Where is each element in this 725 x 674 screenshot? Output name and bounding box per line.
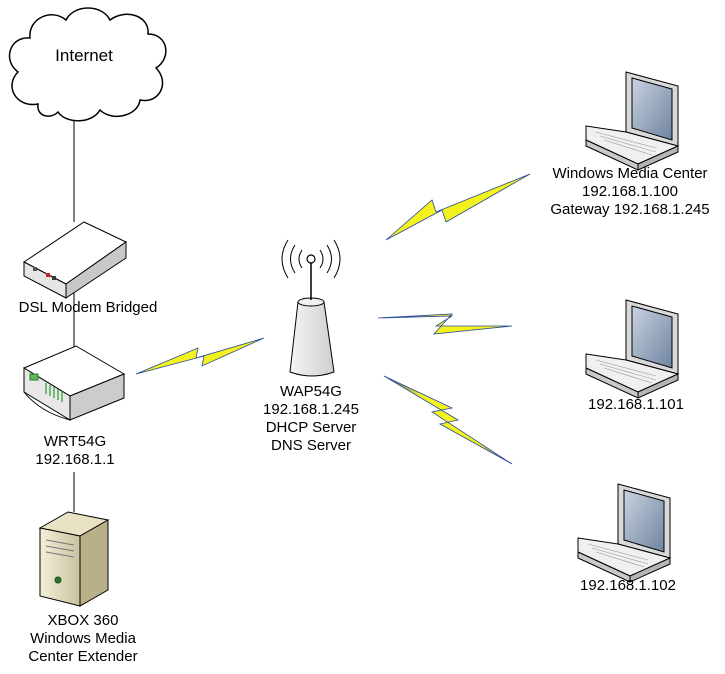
laptop-icon <box>577 483 672 583</box>
ap-dns: DNS Server <box>270 437 352 454</box>
laptop3-label: 192.168.1.102 <box>568 577 688 595</box>
access-point-icon <box>281 239 341 377</box>
dsl-modem-icon <box>23 221 127 299</box>
router-ip: 192.168.1.1 <box>35 451 115 468</box>
laptop-icon <box>585 71 680 171</box>
router-icon <box>22 345 126 421</box>
laptop2-ip: 192.168.1.101 <box>588 396 684 413</box>
modem-label: DSL Modem Bridged <box>0 299 176 317</box>
xbox-label: XBOX 360 Windows Media Center Extender <box>0 612 166 666</box>
router-name: WRT54G <box>43 433 107 450</box>
ap-ip: 192.168.1.245 <box>263 401 359 418</box>
modem-label-text: DSL Modem Bridged <box>18 299 158 316</box>
laptop-icon <box>585 299 680 399</box>
internet-cloud-icon <box>8 7 167 122</box>
wireless-bolt-ap-laptop1 <box>385 173 531 241</box>
router-label: WRT54G 192.168.1.1 <box>10 433 140 469</box>
xbox-line-2: Windows Media <box>30 630 136 647</box>
xbox-line-3: Center Extender <box>28 648 138 665</box>
xbox-name: XBOX 360 <box>47 612 119 629</box>
internet-label-text: Internet <box>55 46 113 65</box>
laptop3-ip: 192.168.1.102 <box>580 577 676 594</box>
xbox-tower-icon <box>38 511 110 607</box>
wireless-bolt-ap-laptop2 <box>377 313 513 335</box>
wireless-links <box>135 173 531 465</box>
access-point-label: WAP54G 192.168.1.245 DHCP Server DNS Ser… <box>236 383 386 455</box>
internet-label: Internet <box>36 47 132 65</box>
wireless-bolt-router-ap <box>135 337 265 375</box>
ap-name: WAP54G <box>280 383 342 400</box>
laptop2-label: 192.168.1.101 <box>576 396 696 414</box>
laptop1-ip: 192.168.1.100 <box>582 183 678 200</box>
wireless-bolt-ap-laptop3 <box>383 375 513 465</box>
laptop1-name: Windows Media Center <box>552 165 708 182</box>
laptop1-label: Windows Media Center 192.168.1.100 Gatew… <box>538 165 722 219</box>
ap-dhcp: DHCP Server <box>265 419 357 436</box>
laptop1-gateway: Gateway 192.168.1.245 <box>550 201 710 218</box>
